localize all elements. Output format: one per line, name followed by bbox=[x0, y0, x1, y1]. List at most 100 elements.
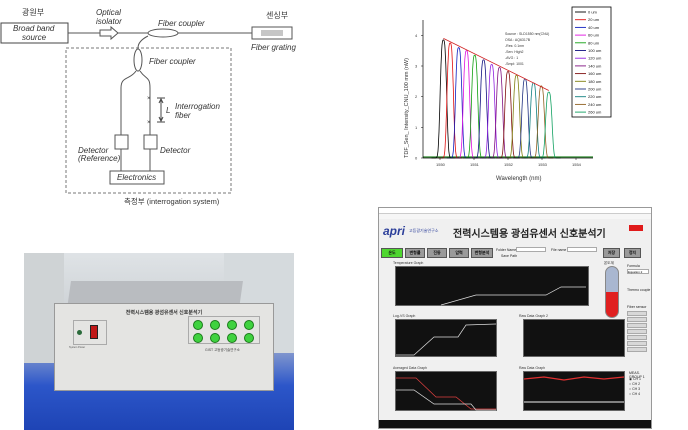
interrogation-fiber-label: Interrogation bbox=[175, 102, 220, 111]
tab-temperature[interactable]: 온도 bbox=[381, 248, 403, 258]
fiber-port-connector bbox=[244, 333, 254, 343]
graph-title: Temperature Graph bbox=[393, 261, 424, 265]
detector-ref-label: (Reference) bbox=[78, 154, 121, 163]
annotation-line: -AVG : 1 bbox=[505, 56, 518, 60]
annotation-line: -Res: 0.1nm bbox=[505, 44, 524, 48]
fiber-port-connector bbox=[227, 333, 237, 343]
raw-data-graph-2 bbox=[523, 319, 625, 357]
series-line-1 bbox=[438, 42, 463, 159]
tab-pressure[interactable]: 압력 bbox=[449, 248, 469, 258]
fiber-sensor-label: Fiber sensor bbox=[627, 305, 647, 309]
detector-label: Detector bbox=[160, 146, 191, 155]
graph-title: Raw Data Graph bbox=[519, 366, 546, 370]
taskbar[interactable] bbox=[379, 420, 651, 428]
file-name-input[interactable] bbox=[567, 247, 597, 252]
legend-label: 260 um bbox=[588, 110, 602, 115]
file-label: File name bbox=[551, 248, 567, 252]
y-tick-label: 4 bbox=[415, 33, 418, 38]
power-led-icon bbox=[77, 330, 82, 335]
svg-text:×: × bbox=[147, 96, 151, 102]
graph-title: Raw Data Graph 2 bbox=[519, 314, 548, 318]
channel-radio[interactable]: ○ CH 3 bbox=[629, 387, 641, 391]
electronics-box bbox=[109, 170, 165, 185]
legend-label: 60 um bbox=[588, 33, 600, 38]
series-line-12 bbox=[529, 85, 554, 159]
detector-ref-label: Detector bbox=[78, 146, 109, 155]
series-line-3 bbox=[454, 50, 479, 159]
fiber-coupler-icon bbox=[147, 28, 179, 38]
save-path-label: Save Path bbox=[501, 254, 518, 258]
fiber-port-connector bbox=[193, 320, 203, 330]
legend bbox=[571, 6, 612, 118]
window-titlebar bbox=[379, 208, 651, 214]
y-tick-label: 0 bbox=[415, 156, 418, 161]
stop-button[interactable]: 정지 bbox=[624, 248, 641, 258]
series-line-13 bbox=[536, 91, 561, 159]
fiber-sensor-list[interactable] bbox=[627, 311, 649, 353]
interrogation-fiber-label: fiber bbox=[175, 111, 191, 120]
channel-label: CH 3 bbox=[632, 387, 641, 391]
thermometer-label: 온도계 bbox=[604, 261, 614, 265]
series-line-11 bbox=[521, 82, 546, 159]
power-switch[interactable] bbox=[90, 325, 98, 339]
annotation-line: -Sen: High2 bbox=[505, 50, 524, 54]
fiber-port-connector bbox=[227, 320, 237, 330]
x-tick-label: 1550 bbox=[436, 162, 446, 167]
logo-subtitle: 고등광기술연구소 bbox=[409, 228, 439, 233]
graph-title: Averaged Data Graph bbox=[393, 366, 427, 370]
series-line-7 bbox=[487, 67, 512, 159]
legend-label: 0 um bbox=[588, 10, 598, 15]
formula-label: Formula bbox=[627, 264, 640, 268]
x-tick-label: 1554 bbox=[572, 162, 582, 167]
reference-detector-box bbox=[114, 134, 129, 150]
legend-label: 40 um bbox=[588, 25, 600, 30]
averaged-data-graph bbox=[395, 371, 497, 411]
legend-label: 100 um bbox=[588, 48, 602, 53]
log-vs-graph bbox=[395, 319, 497, 357]
tab-strain[interactable]: 변형률 bbox=[405, 248, 425, 258]
folder-label: Folder Name bbox=[496, 248, 517, 252]
detector-box bbox=[143, 134, 158, 150]
channel-label: CH 4 bbox=[632, 392, 641, 396]
x-tick-label: 1552 bbox=[504, 162, 514, 167]
tab-strain-analysis[interactable]: 변형분석 bbox=[471, 248, 493, 258]
channel-radio[interactable]: ○ CH 2 bbox=[629, 382, 641, 386]
legend-label: 120 um bbox=[588, 56, 602, 61]
series-line-4 bbox=[462, 54, 487, 159]
formula-select[interactable]: Equation 2 bbox=[627, 269, 649, 274]
fiber-sensor-diagram: 광원부 Broad band source Optical isolator F… bbox=[0, 7, 296, 206]
legend-label: 240 um bbox=[588, 102, 602, 107]
raw-data-graph bbox=[523, 371, 625, 411]
isolator-label: isolator bbox=[96, 17, 122, 26]
legend-label: 180 um bbox=[588, 79, 602, 84]
series-line-6 bbox=[479, 64, 504, 159]
source-label: Broad band bbox=[13, 24, 55, 33]
analyzer-software-screenshot: apri 고등광기술연구소 전력시스템용 광섬유센서 신호분석기 온도 변형률 … bbox=[378, 207, 652, 429]
interrogation-box bbox=[65, 47, 232, 194]
switch-label: System Power bbox=[69, 346, 86, 349]
channel-label: CH 1 bbox=[633, 377, 642, 381]
envelope-line bbox=[443, 38, 549, 91]
menu-bar[interactable] bbox=[379, 214, 651, 219]
tab-vibration[interactable]: 진동 bbox=[427, 248, 447, 258]
group-label: MEAS. GROUP 1 bbox=[629, 371, 645, 379]
save-button[interactable]: 저장 bbox=[603, 248, 620, 258]
maker-label: GIST 고등광기술연구소 bbox=[205, 348, 240, 352]
annotation-line: OSA : AQ6317B bbox=[505, 38, 531, 42]
y-tick-label: 1 bbox=[415, 125, 418, 130]
y-tick-label: 2 bbox=[415, 94, 418, 99]
folder-name-input[interactable] bbox=[516, 247, 546, 252]
channel-radio[interactable]: ○ CH 4 bbox=[629, 392, 641, 396]
graph-title: Log-VS Graph bbox=[393, 314, 416, 318]
channel-radio[interactable]: ◉ CH 1 bbox=[629, 377, 642, 381]
stop-indicator[interactable] bbox=[629, 225, 643, 231]
grating-label: Fiber grating bbox=[251, 43, 296, 52]
annotation-line: -Smpl: 1001 bbox=[505, 62, 524, 66]
app-title: 전력시스템용 광섬유센서 신호분석기 bbox=[453, 229, 606, 240]
temperature-graph bbox=[395, 266, 589, 306]
coupler-label: Fiber coupler bbox=[158, 19, 205, 28]
y-axis-label: TDF_Sen_ Intensity_CNU_100 mm (nW) bbox=[404, 58, 410, 158]
fiber-port-connector bbox=[210, 333, 220, 343]
device-front-panel: 전력시스템용 광섬유센서 신호분석기 System Power GIST 고등광… bbox=[54, 303, 274, 391]
